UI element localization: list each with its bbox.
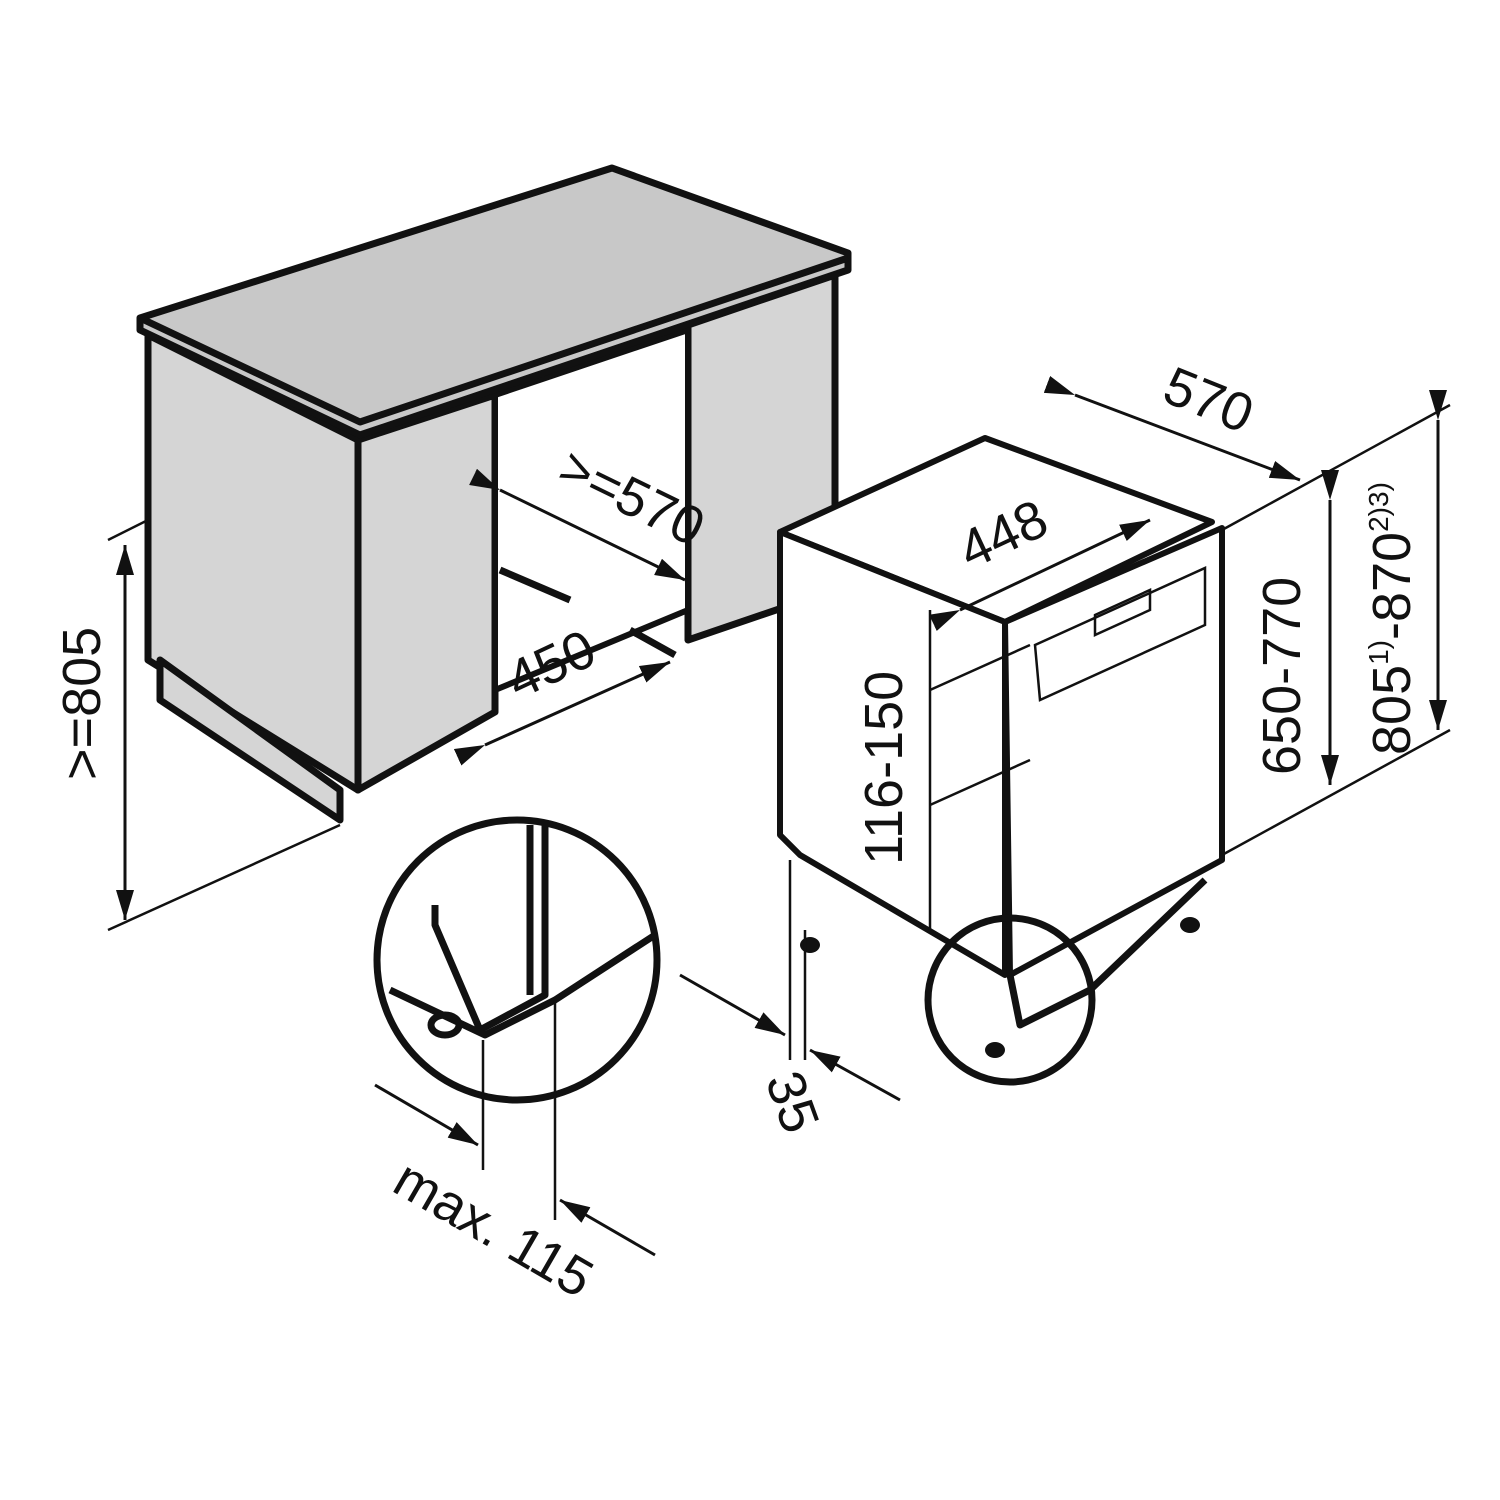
overall-height-label: 8051)-8702)3) xyxy=(1362,482,1422,755)
plinth-offset-label: 35 xyxy=(754,1064,831,1141)
kitchen-cabinet xyxy=(136,164,852,824)
cabinet-countertop xyxy=(136,164,852,439)
max-offset-label: max. 115 xyxy=(384,1148,603,1309)
dimension-lines xyxy=(107,375,1451,1257)
appliance-height-label: 650-770 xyxy=(1252,577,1312,775)
cabinet-left-front xyxy=(354,391,499,794)
niche-height-label: >=805 xyxy=(52,627,112,780)
foot-detail xyxy=(373,816,661,1104)
cabinet-plinth xyxy=(156,656,344,824)
detail-marker-circle xyxy=(924,914,1096,1086)
panel-height-label: 116-150 xyxy=(854,671,914,865)
